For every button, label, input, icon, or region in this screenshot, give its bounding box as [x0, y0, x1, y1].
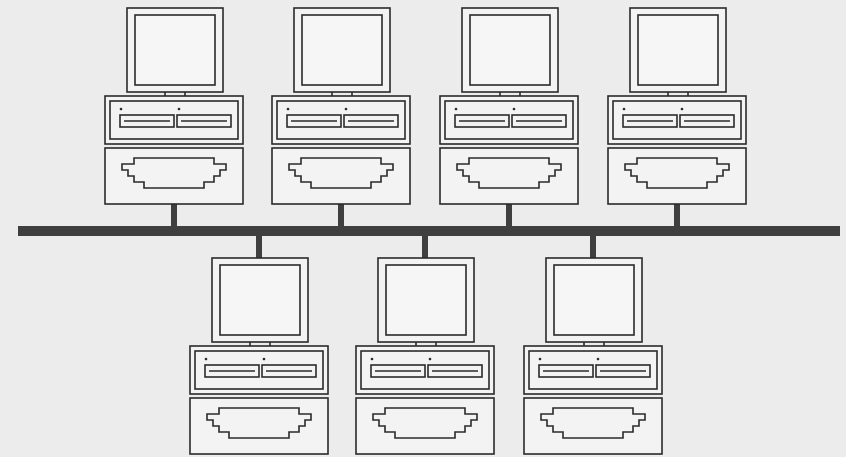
backbone-bus: [18, 226, 840, 236]
monitor-screen: [135, 15, 215, 85]
bus-connector: [256, 236, 262, 258]
bus-connector: [590, 236, 596, 258]
keyboard-panel: [190, 398, 328, 454]
bus-connector: [171, 204, 177, 226]
drive-led: [681, 108, 684, 111]
power-led: [287, 108, 290, 111]
drive-led: [345, 108, 348, 111]
drive-led: [429, 358, 432, 361]
monitor-screen: [302, 15, 382, 85]
monitor-screen: [554, 265, 634, 335]
bus-connector: [422, 236, 428, 258]
drive-led: [178, 108, 181, 111]
power-led: [623, 108, 626, 111]
monitor-screen: [386, 265, 466, 335]
bus-connector: [674, 204, 680, 226]
monitor-screen: [220, 265, 300, 335]
power-led: [539, 358, 542, 361]
bus-connector: [338, 204, 344, 226]
power-led: [120, 108, 123, 111]
drive-led: [597, 358, 600, 361]
keyboard-panel: [272, 148, 410, 204]
bus-connector: [506, 204, 512, 226]
keyboard-panel: [440, 148, 578, 204]
drive-led: [513, 108, 516, 111]
power-led: [205, 358, 208, 361]
keyboard-panel: [608, 148, 746, 204]
monitor-screen: [638, 15, 718, 85]
power-led: [371, 358, 374, 361]
power-led: [455, 108, 458, 111]
keyboard-panel: [356, 398, 494, 454]
keyboard-panel: [524, 398, 662, 454]
keyboard-panel: [105, 148, 243, 204]
drive-led: [263, 358, 266, 361]
monitor-screen: [470, 15, 550, 85]
